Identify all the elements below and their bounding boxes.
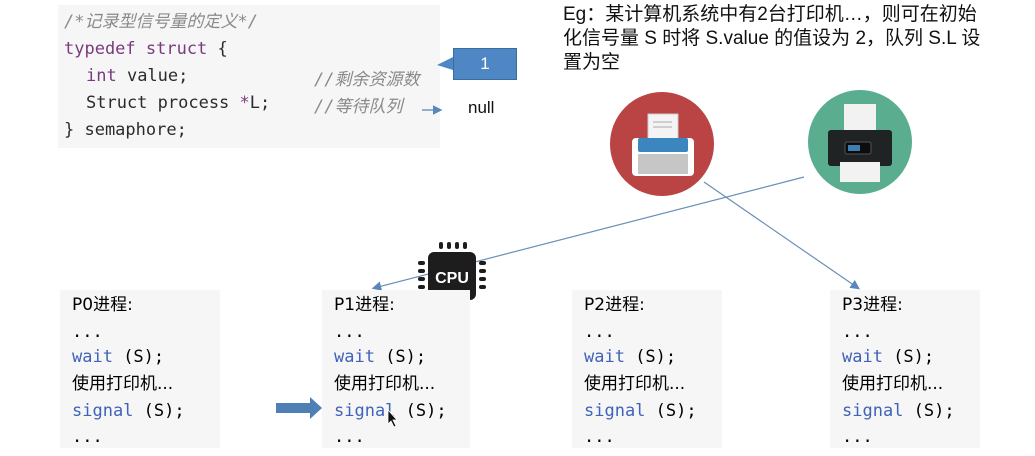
struct-process: Struct process — [86, 93, 240, 113]
wait-fn: wait — [842, 347, 883, 367]
signal-arg: (S); — [133, 401, 185, 421]
field-value: value; — [116, 66, 189, 86]
code-line-semaphore: } semaphore; — [64, 120, 187, 140]
arrow-printer1-to-p3 — [703, 181, 860, 290]
code-wait: wait (S); — [584, 344, 676, 371]
code-comment-title: /*记录型信号量的定义*/ — [64, 12, 258, 32]
process-title: P3进程: — [842, 295, 903, 315]
signal-arg: (S); — [645, 401, 697, 421]
value-callout: 1 — [453, 48, 517, 80]
wait-arg: (S); — [882, 347, 935, 367]
wait-fn: wait — [72, 347, 113, 367]
code-ellipsis: ... — [842, 322, 873, 342]
semaphore-definition-code: /*记录型信号量的定义*/ typedef struct { int value… — [58, 5, 440, 148]
code-ellipsis: ... — [72, 427, 103, 447]
printer-icon — [610, 92, 714, 196]
current-line-arrow — [276, 397, 322, 419]
comment-wait-queue: //等待队列 — [314, 97, 403, 117]
printer-2-glyph — [828, 104, 892, 182]
code-signal: signal (S); — [334, 398, 447, 425]
code-line-typedef: typedef struct { — [64, 36, 228, 62]
wait-arg: (S); — [112, 347, 165, 367]
example-line-1: Eg：某计算机系统中有2台打印机…，则可在初始 — [563, 4, 977, 25]
code-use-printer: 使用打印机... — [334, 374, 436, 394]
code-ellipsis: ... — [584, 322, 615, 342]
example-line-3: 置为空 — [563, 52, 621, 73]
signal-fn: signal — [334, 401, 396, 421]
code-wait: wait (S); — [334, 344, 426, 371]
code-ellipsis: ... — [334, 427, 365, 447]
process-p2-code: P2进程: ... wait (S); 使用打印机... signal (S);… — [572, 290, 722, 448]
code-signal: signal (S); — [842, 398, 955, 425]
printer-1-glyph — [632, 113, 694, 176]
process-title: P2进程: — [584, 295, 645, 315]
wait-fn: wait — [334, 347, 375, 367]
code-wait: wait (S); — [842, 344, 934, 371]
printer-icon — [808, 90, 912, 194]
field-L: L; — [249, 93, 271, 113]
wait-arg: (S); — [374, 347, 427, 367]
code-ellipsis: ... — [334, 322, 365, 342]
code-use-printer: 使用打印机... — [72, 374, 174, 394]
code-ellipsis: ... — [842, 427, 873, 447]
code-use-printer: 使用打印机... — [842, 374, 944, 394]
keyword-typedef-struct: typedef struct — [64, 39, 208, 59]
process-p1-code: P1进程: ... wait (S); 使用打印机... signal (S);… — [322, 290, 470, 448]
example-description: Eg：某计算机系统中有2台打印机…，则可在初始 化信号量 S 时将 S.valu… — [563, 3, 1023, 75]
wait-fn: wait — [584, 347, 625, 367]
process-title: P0进程: — [72, 295, 133, 315]
process-title: P1进程: — [334, 295, 395, 315]
signal-fn: signal — [842, 401, 904, 421]
queue-null-label: null — [468, 98, 495, 117]
code-ellipsis: ... — [72, 322, 103, 342]
signal-arg: (S); — [903, 401, 955, 421]
code-wait: wait (S); — [72, 344, 164, 371]
process-p3-code: P3进程: ... wait (S); 使用打印机... signal (S);… — [830, 290, 980, 448]
signal-fn: signal — [72, 401, 134, 421]
code-line-value: int value; — [86, 63, 188, 89]
comment-remaining-resources: //剩余资源数 — [314, 70, 420, 90]
signal-arg: (S); — [395, 401, 447, 421]
code-signal: signal (S); — [584, 398, 697, 425]
code-ellipsis: ... — [584, 427, 615, 447]
pointer-star: * — [239, 93, 250, 113]
wait-arg: (S); — [624, 347, 677, 367]
code-use-printer: 使用打印机... — [584, 374, 686, 394]
keyword-int: int — [86, 66, 117, 86]
code-signal: signal (S); — [72, 398, 185, 425]
process-p0-code: P0进程: ... wait (S); 使用打印机... signal (S);… — [60, 290, 220, 448]
example-line-2: 化信号量 S 时将 S.value 的值设为 2，队列 S.L 设 — [563, 28, 981, 49]
callout-pointer — [437, 57, 453, 70]
code-line-queue: Struct process *L; — [86, 90, 270, 116]
brace-open: { — [207, 39, 228, 59]
signal-fn: signal — [584, 401, 646, 421]
cpu-label: CPU — [435, 270, 469, 287]
